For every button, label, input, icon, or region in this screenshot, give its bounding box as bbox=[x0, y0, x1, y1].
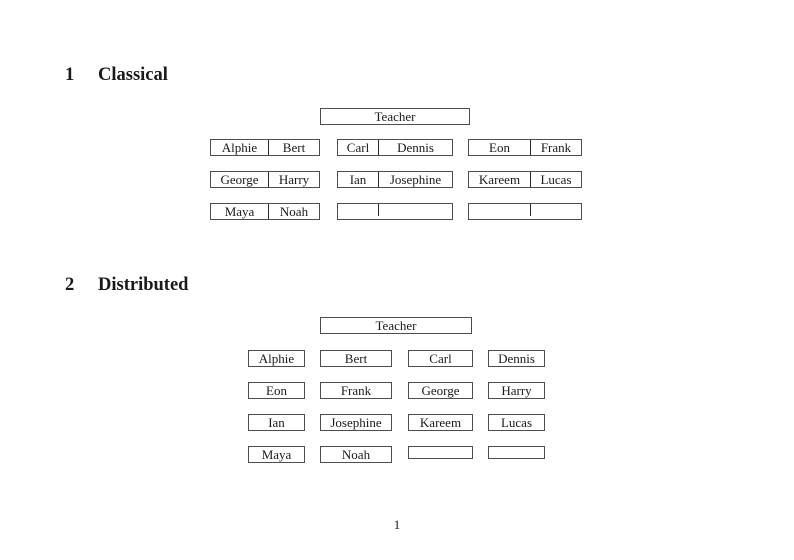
seat-carl: Carl bbox=[429, 351, 452, 366]
distributed-teacher-desk: Teacher bbox=[320, 317, 472, 334]
seat-george: George bbox=[220, 172, 259, 187]
classical-desk-eon-frank: Eon Frank bbox=[468, 139, 582, 156]
distributed-desk-carl: Carl bbox=[408, 350, 473, 367]
distributed-desk-frank: Frank bbox=[320, 382, 392, 399]
classical-teacher-desk: Teacher bbox=[320, 108, 470, 125]
seat-maya: Maya bbox=[224, 204, 255, 219]
distributed-desk-maya: Maya bbox=[248, 446, 305, 463]
seat-alphie: Alphie bbox=[221, 140, 258, 155]
seat-ian: Ian bbox=[349, 172, 367, 187]
page-number: 1 bbox=[393, 517, 401, 532]
seat-bert: Bert bbox=[268, 140, 319, 155]
section-number: 1 bbox=[65, 65, 75, 85]
desk-divider bbox=[378, 204, 379, 216]
classical-desk-empty-1 bbox=[337, 203, 453, 220]
classical-desk-alphie-bert: Alphie Bert bbox=[210, 139, 320, 156]
classical-desk-empty-2 bbox=[468, 203, 582, 220]
classical-desk-kareem-lucas: Kareem Lucas bbox=[468, 171, 582, 188]
seat-lucas: Lucas bbox=[500, 415, 533, 430]
distributed-desk-dennis: Dennis bbox=[488, 350, 545, 367]
teacher-label: Teacher bbox=[374, 109, 416, 124]
seat-bert: Bert bbox=[344, 351, 368, 366]
seat-frank: Frank bbox=[530, 140, 581, 155]
distributed-desk-empty-1 bbox=[408, 446, 473, 459]
seat-kareem: Kareem bbox=[478, 172, 521, 187]
seat-frank: Frank bbox=[340, 383, 372, 398]
section-title: Classical bbox=[98, 65, 168, 85]
distributed-desk-eon: Eon bbox=[248, 382, 305, 399]
seat-dennis: Dennis bbox=[378, 140, 452, 155]
seat-alphie: Alphie bbox=[258, 351, 295, 366]
seat-josephine: Josephine bbox=[378, 172, 452, 187]
distributed-desk-bert: Bert bbox=[320, 350, 392, 367]
seat-maya: Maya bbox=[261, 447, 292, 462]
classical-desk-george-harry: George Harry bbox=[210, 171, 320, 188]
section-heading-classical: 1 Classical bbox=[65, 65, 168, 86]
classical-desk-maya-noah: Maya Noah bbox=[210, 203, 320, 220]
seat-eon: Eon bbox=[266, 383, 287, 398]
classical-desk-carl-dennis: Carl Dennis bbox=[337, 139, 453, 156]
seat-noah: Noah bbox=[341, 447, 371, 462]
section-title: Distributed bbox=[98, 275, 189, 295]
distributed-desk-josephine: Josephine bbox=[320, 414, 392, 431]
distributed-desk-alphie: Alphie bbox=[248, 350, 305, 367]
seat-harry: Harry bbox=[268, 172, 319, 187]
distributed-desk-george: George bbox=[408, 382, 473, 399]
distributed-desk-kareem: Kareem bbox=[408, 414, 473, 431]
seat-lucas: Lucas bbox=[530, 172, 581, 187]
distributed-desk-lucas: Lucas bbox=[488, 414, 545, 431]
seat-noah: Noah bbox=[268, 204, 319, 219]
distributed-desk-ian: Ian bbox=[248, 414, 305, 431]
section-number: 2 bbox=[65, 275, 75, 295]
seat-dennis: Dennis bbox=[498, 351, 535, 366]
section-heading-distributed: 2 Distributed bbox=[65, 275, 188, 296]
distributed-desk-noah: Noah bbox=[320, 446, 392, 463]
seat-kareem: Kareem bbox=[419, 415, 462, 430]
teacher-label: Teacher bbox=[375, 318, 417, 333]
classical-desk-ian-josephine: Ian Josephine bbox=[337, 171, 453, 188]
seat-carl: Carl bbox=[346, 140, 370, 155]
distributed-desk-empty-2 bbox=[488, 446, 545, 459]
desk-divider bbox=[530, 204, 531, 216]
seat-josephine: Josephine bbox=[330, 415, 382, 430]
seat-eon: Eon bbox=[489, 140, 510, 155]
seat-george: George bbox=[421, 383, 460, 398]
seat-ian: Ian bbox=[268, 415, 285, 430]
distributed-desk-harry: Harry bbox=[488, 382, 545, 399]
seat-harry: Harry bbox=[501, 383, 532, 398]
